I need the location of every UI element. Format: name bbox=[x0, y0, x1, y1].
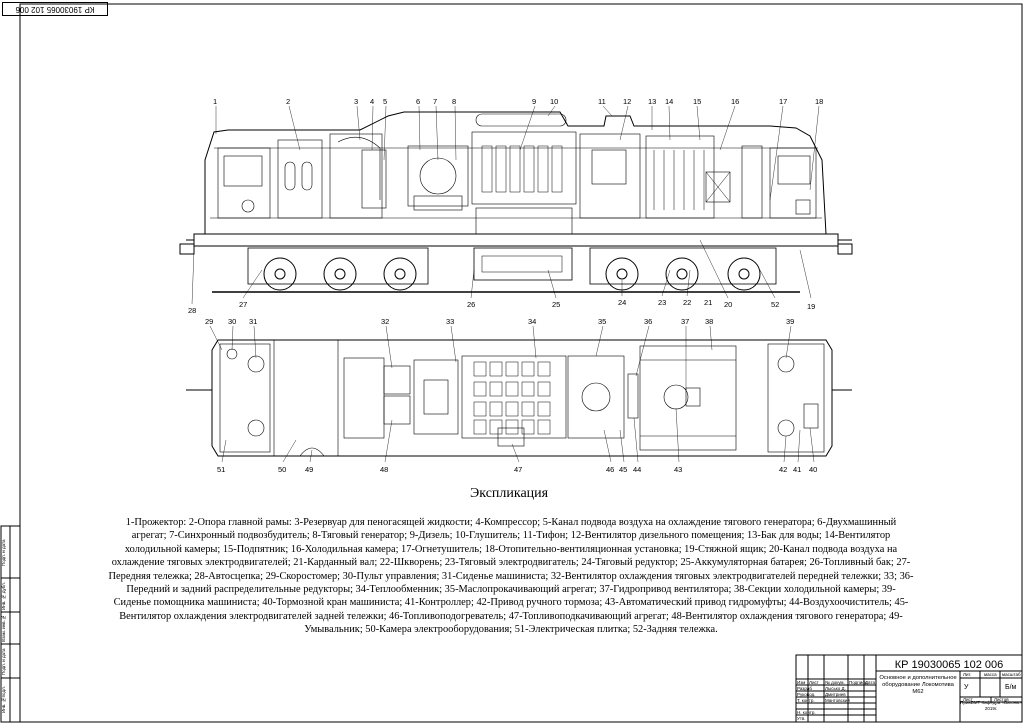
title-block-description: Основное и дополнительное оборудование Л… bbox=[879, 675, 957, 695]
legend-text: 1-Прожектор: 2-Опора главной рамы: 3-Рез… bbox=[108, 517, 914, 636]
callout-35: 35 bbox=[598, 317, 606, 326]
tb-role: Руковод. bbox=[797, 692, 816, 697]
callout-7: 7 bbox=[433, 97, 437, 106]
callout-6: 6 bbox=[416, 97, 420, 106]
callout-3: 3 bbox=[354, 97, 358, 106]
side-strip-cell: Взам. инв.№ bbox=[1, 615, 6, 643]
document-code-stamp: КР 19030065 102 006 bbox=[2, 2, 108, 16]
callout-23: 23 bbox=[658, 298, 666, 307]
callout-40: 40 bbox=[809, 465, 817, 474]
tb-name: Лысько Д. bbox=[825, 686, 846, 691]
drawing-frame bbox=[19, 3, 1023, 723]
callout-8: 8 bbox=[452, 97, 456, 106]
tb-scale-value: Б/м bbox=[1005, 684, 1017, 691]
callout-15: 15 bbox=[693, 97, 701, 106]
callout-20: 20 bbox=[724, 300, 732, 309]
legend-title: Экспликация bbox=[470, 486, 549, 501]
tb-lit-header: масса bbox=[984, 672, 997, 677]
tb-role: Т. контр. bbox=[797, 698, 815, 703]
tb-header: № докум. bbox=[825, 680, 845, 685]
tb-role: Н. контр. bbox=[797, 710, 816, 715]
callout-39: 39 bbox=[786, 317, 794, 326]
callout-42: 42 bbox=[779, 465, 787, 474]
title-block-code: КР 19030065 102 006 bbox=[894, 659, 1004, 671]
tb-lit-header: масштаб bbox=[1002, 672, 1021, 677]
callout-4: 4 bbox=[370, 97, 374, 106]
callout-46: 46 bbox=[606, 465, 614, 474]
callout-1: 1 bbox=[213, 97, 217, 106]
callout-41: 41 bbox=[793, 465, 801, 474]
callout-30: 30 bbox=[228, 317, 236, 326]
callout-26: 26 bbox=[467, 300, 475, 309]
callout-44: 44 bbox=[633, 465, 641, 474]
callout-43: 43 bbox=[674, 465, 682, 474]
callout-12: 12 bbox=[623, 97, 631, 106]
tb-name: Мантовский bbox=[825, 698, 850, 703]
callout-31: 31 bbox=[249, 317, 257, 326]
callout-27: 27 bbox=[239, 300, 247, 309]
tb-lit-header: Лит. bbox=[963, 672, 972, 677]
side-strip: Подп. и дата Инв. № дубл. Взам. инв.№ По… bbox=[0, 526, 20, 722]
callout-51: 51 bbox=[217, 465, 225, 474]
tb-header: Подпись bbox=[849, 680, 867, 685]
callout-34: 34 bbox=[528, 317, 536, 326]
tb-sheet-label: Листов bbox=[994, 697, 1009, 702]
side-strip-cell: Подп. и дата bbox=[1, 539, 6, 567]
callout-52: 52 bbox=[771, 300, 779, 309]
tb-role: Разраб bbox=[797, 686, 812, 691]
callout-38: 38 bbox=[705, 317, 713, 326]
side-strip-lines bbox=[0, 525, 21, 723]
callout-17: 17 bbox=[779, 97, 787, 106]
tb-header: Дата bbox=[865, 680, 875, 685]
callout-25: 25 bbox=[552, 300, 560, 309]
callout-24: 24 bbox=[618, 298, 626, 307]
callout-21: 21 bbox=[704, 298, 712, 307]
tb-header: Лист bbox=[809, 680, 819, 685]
title-block-lines bbox=[795, 654, 1023, 723]
locomotive-plan-view bbox=[186, 325, 852, 463]
callout-14: 14 bbox=[665, 97, 673, 106]
callout-49: 49 bbox=[305, 465, 313, 474]
callout-32: 32 bbox=[381, 317, 389, 326]
callout-47: 47 bbox=[514, 465, 522, 474]
callout-11: 11 bbox=[598, 97, 606, 106]
side-strip-cell: Подп. и дата bbox=[1, 648, 6, 676]
callout-28: 28 bbox=[188, 306, 196, 315]
callout-2: 2 bbox=[286, 97, 290, 106]
side-strip-cell: Инв. № дубл. bbox=[1, 581, 6, 611]
callout-45: 45 bbox=[619, 465, 627, 474]
callout-9: 9 bbox=[532, 97, 536, 106]
callout-5: 5 bbox=[383, 97, 387, 106]
callout-37: 37 bbox=[681, 317, 689, 326]
tb-role: Изм bbox=[797, 680, 806, 685]
tb-lit-value: У bbox=[964, 684, 969, 691]
callout-18: 18 bbox=[815, 97, 823, 106]
locomotive-side-view bbox=[179, 105, 853, 305]
plan-view-callouts: 29 30 31 32 33 34 35 36 37 38 39 51 50 4… bbox=[205, 317, 817, 474]
callout-22: 22 bbox=[683, 298, 691, 307]
callout-16: 16 bbox=[731, 97, 739, 106]
callout-50: 50 bbox=[278, 465, 286, 474]
callout-36: 36 bbox=[644, 317, 652, 326]
side-view-callouts: 1 2 3 4 5 6 7 8 9 10 11 12 13 14 15 16 1… bbox=[188, 97, 823, 315]
tb-sheet-label: Лист bbox=[963, 697, 973, 702]
callout-13: 13 bbox=[648, 97, 656, 106]
tb-role: Утв. bbox=[797, 716, 806, 721]
callout-19: 19 bbox=[807, 302, 815, 311]
callout-48: 48 bbox=[380, 465, 388, 474]
tb-name: Дмитриев bbox=[825, 692, 846, 697]
callout-10: 10 bbox=[550, 97, 558, 106]
callout-29: 29 bbox=[205, 317, 213, 326]
title-block-organization: ПривВМТ Кафедра «Вагоны» 2019г. bbox=[960, 700, 1022, 711]
callout-33: 33 bbox=[446, 317, 454, 326]
side-strip-cell: Инв. №подл. bbox=[1, 686, 6, 714]
